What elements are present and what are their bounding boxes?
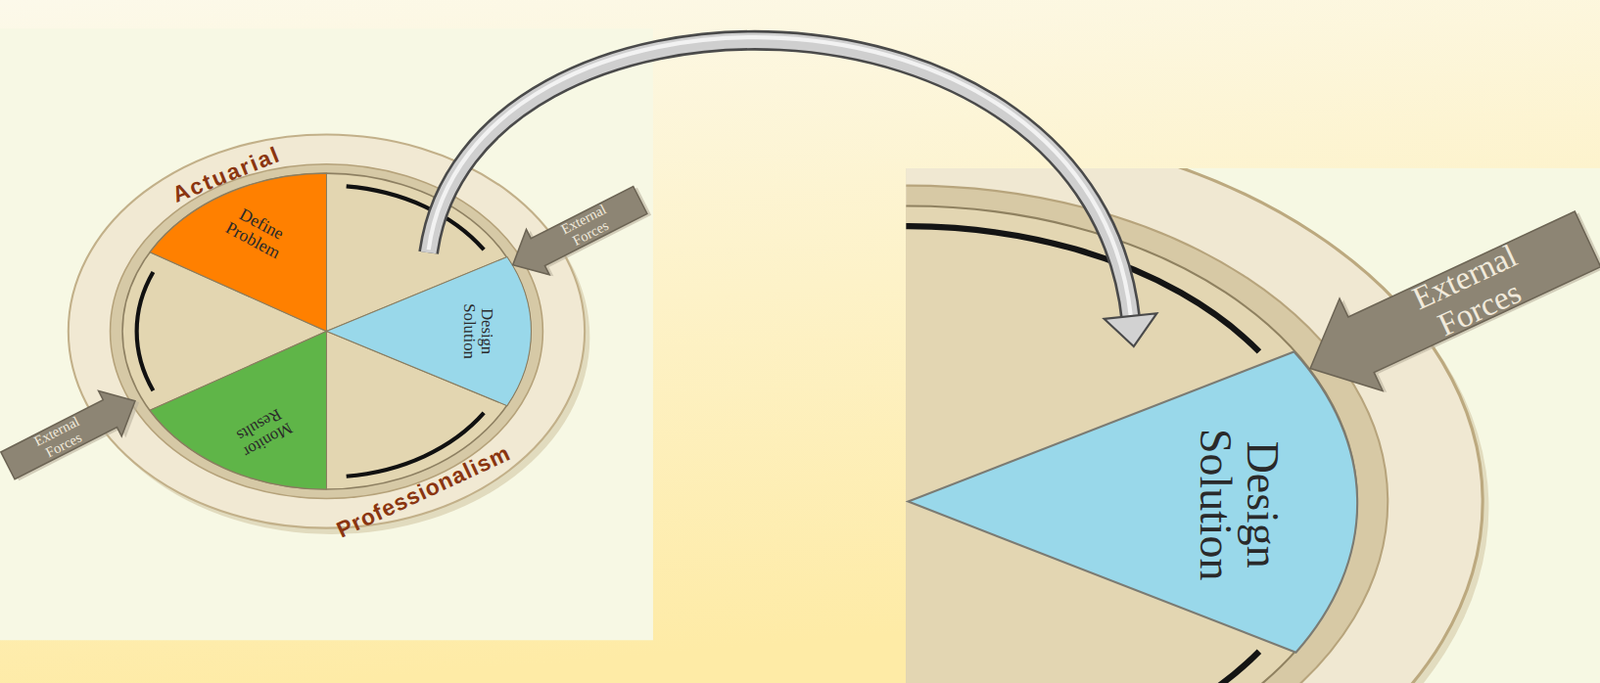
curved-connector [428,37,1158,347]
zoom-wheel-inner [905,205,1358,683]
connector-outline [428,40,1131,321]
process-wedge-outline [147,329,329,492]
ring-band: ActuarialProfessionalismDefine ProblemDe… [61,130,593,539]
cycle-arc [346,186,484,250]
wedge-label: Design Solution [1190,403,1285,608]
zoom-wheel [905,168,1489,683]
zoom-ring-rim [905,186,1388,683]
zoom-cycle-arc [905,226,1260,352]
process-wedge: Define Problem [147,171,329,334]
zoom-wedge-outline [905,346,1362,659]
wedge-fill [149,331,327,490]
process-wedge: Monitor Results [147,329,329,492]
zoom-wedge: Design Solution [905,346,1362,659]
arrow-body [0,377,147,489]
zoom-cycle-arc [1204,652,1260,683]
process-wedge-outline [147,171,329,334]
ring-outer [68,135,585,529]
process-wedge-outline [324,252,533,410]
zoom-ring-outer [905,168,1483,683]
wedge-label: Design Solution [460,290,495,373]
arrow-head [1104,313,1158,347]
process-wedge: Design Solution [324,252,533,410]
wedge-fill [326,257,531,407]
left-panel [0,28,654,641]
wheel-inner [122,173,531,490]
ring-rim [110,164,544,500]
cycle-arc [137,272,154,391]
connector-body [428,40,1131,321]
wedge-fill [149,173,327,331]
arrow-body [1288,192,1600,416]
wedge-fill [907,351,1358,653]
arrow-body [501,177,653,288]
connector-highlight [428,37,1131,318]
